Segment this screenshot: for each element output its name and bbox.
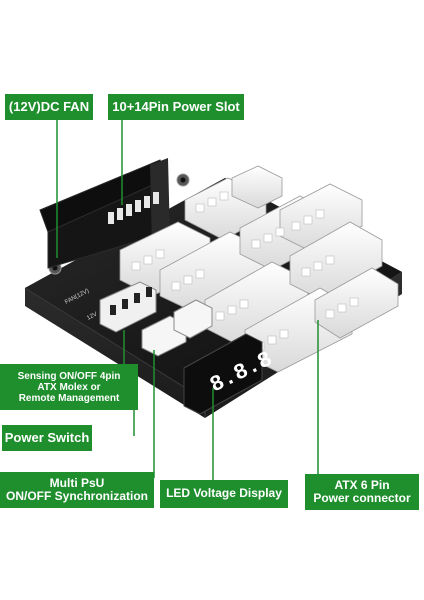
label-multi-psu-line-2: ON/OFF Synchronization	[5, 489, 148, 503]
power-slot-icon	[39, 158, 170, 269]
label-dc-fan: (12V)DC FAN	[5, 94, 93, 120]
label-sensing: Sensing ON/OFF 4pin ATX Molex or Remote …	[0, 364, 138, 410]
label-power-slot-text: 10+14Pin Power Slot	[112, 98, 240, 114]
label-atx6-line-1: ATX 6 Pin	[334, 477, 390, 492]
molex-connector-icon	[99, 281, 157, 333]
label-led-display: LED Voltage Display	[160, 480, 288, 508]
label-led-display-text: LED Voltage Display	[166, 486, 282, 501]
label-multi-psu-line-1: Multi PsU	[49, 475, 105, 490]
label-multi-psu: Multi PsU ON/OFF Synchronization	[0, 472, 154, 508]
label-dc-fan-text: (12V)DC FAN	[8, 98, 90, 114]
label-sensing-line-3: Remote Management	[18, 392, 120, 404]
label-sensing-line-1: Sensing ON/OFF 4pin	[17, 370, 121, 382]
silk-12v: 12V	[86, 311, 98, 321]
label-atx6-line-2: Power connector	[313, 491, 411, 505]
sensing-socket-icon	[141, 299, 213, 357]
label-sensing-line-2: ATX Molex or	[37, 381, 101, 393]
atx-6pin-connector-icon	[119, 165, 399, 373]
label-power-switch: Power Switch	[2, 425, 92, 451]
label-power-slot: 10+14Pin Power Slot	[108, 94, 244, 120]
label-power-switch-text: Power Switch	[4, 429, 90, 445]
label-atx6: ATX 6 Pin Power connector	[305, 474, 419, 510]
